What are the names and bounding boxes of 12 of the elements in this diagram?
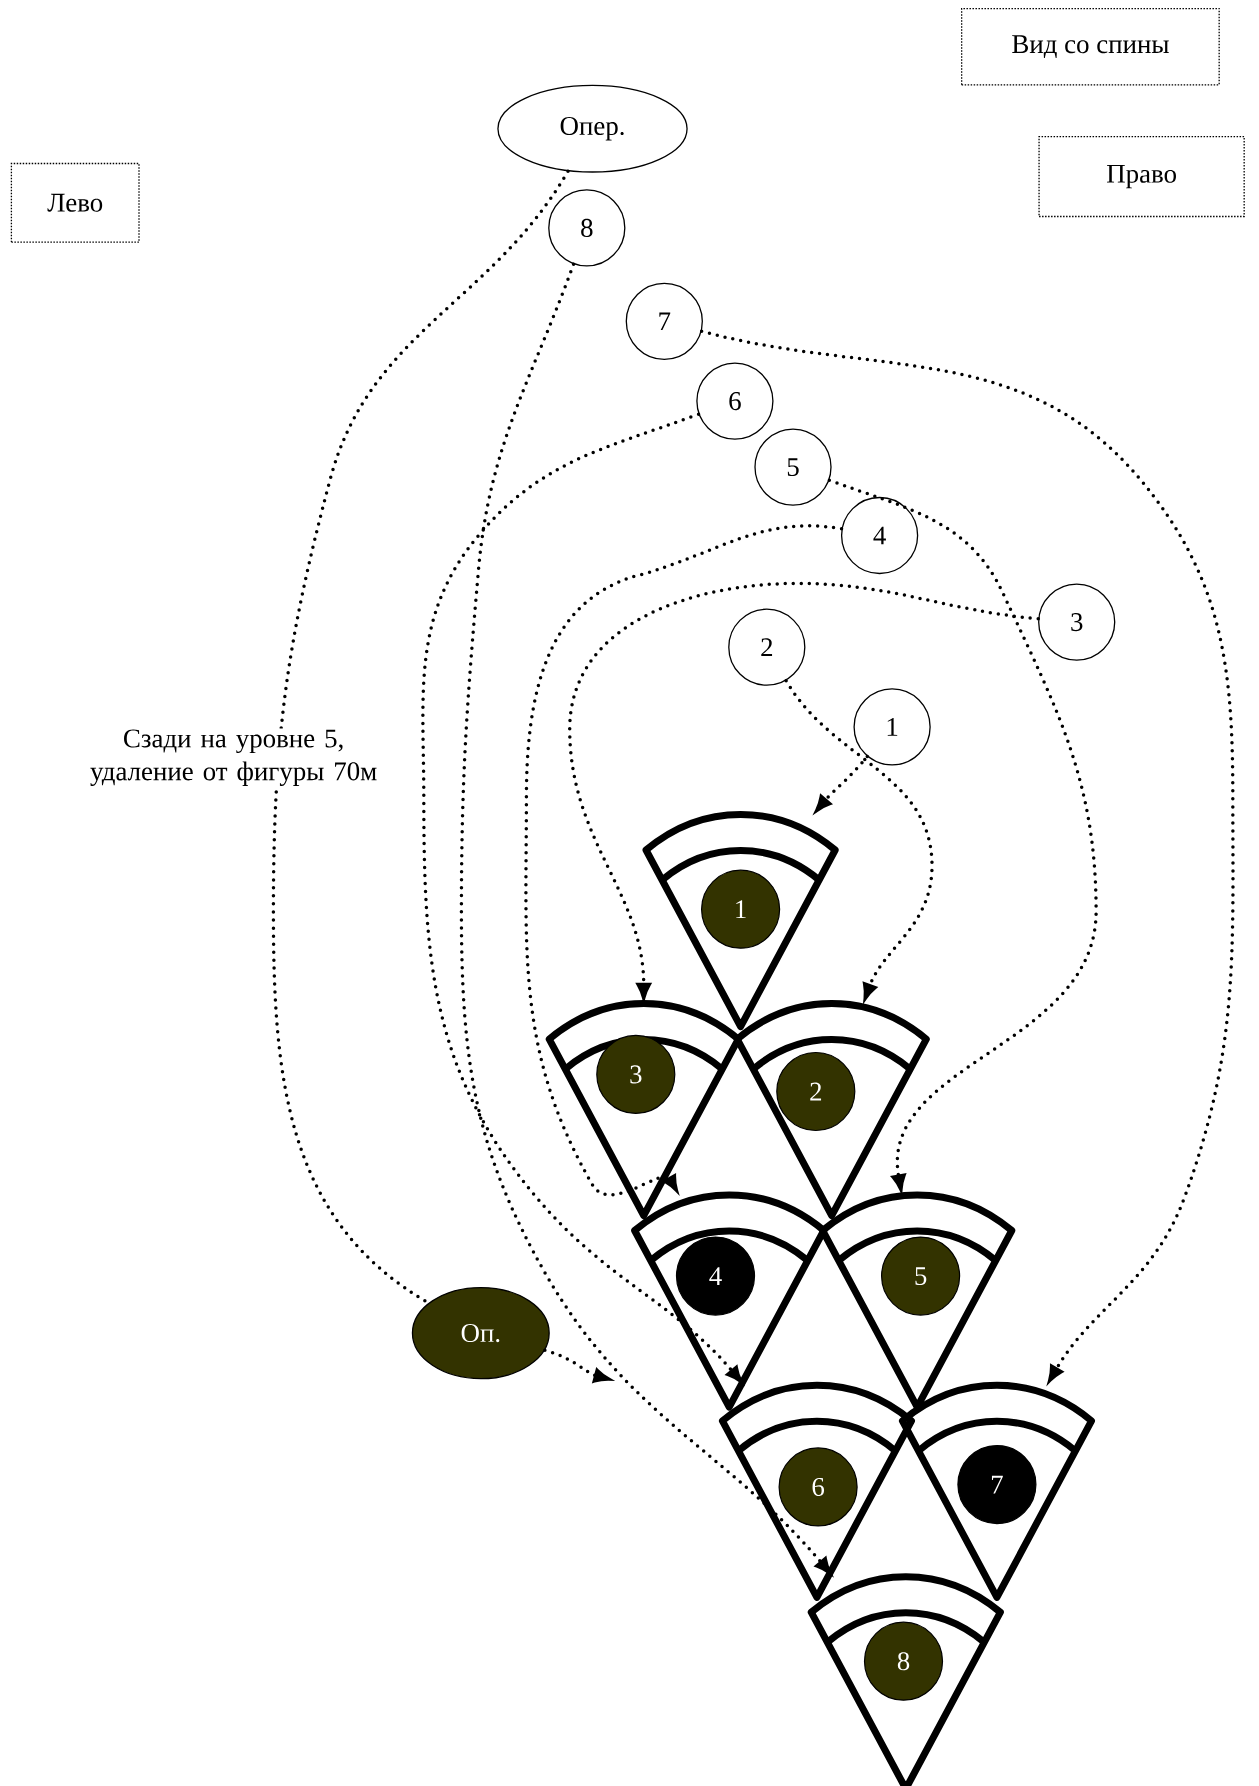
wedge-shape <box>819 1191 1016 1411</box>
label-box: Лево <box>10 162 140 243</box>
number-disc: 6 <box>778 1447 858 1527</box>
number-disc: 7 <box>957 1445 1037 1525</box>
number-disc: 5 <box>881 1236 961 1316</box>
label-box: Право <box>1038 136 1245 218</box>
wedge-shape <box>898 1381 1095 1601</box>
wedge-shape <box>718 1381 915 1601</box>
label-box: Вид со спины <box>961 7 1220 86</box>
number-disc: 8 <box>863 1621 944 1701</box>
note-text: Сзади на уровне 5, удаление от фигуры 70м <box>75 728 392 787</box>
wedge-shape <box>807 1573 1004 1786</box>
